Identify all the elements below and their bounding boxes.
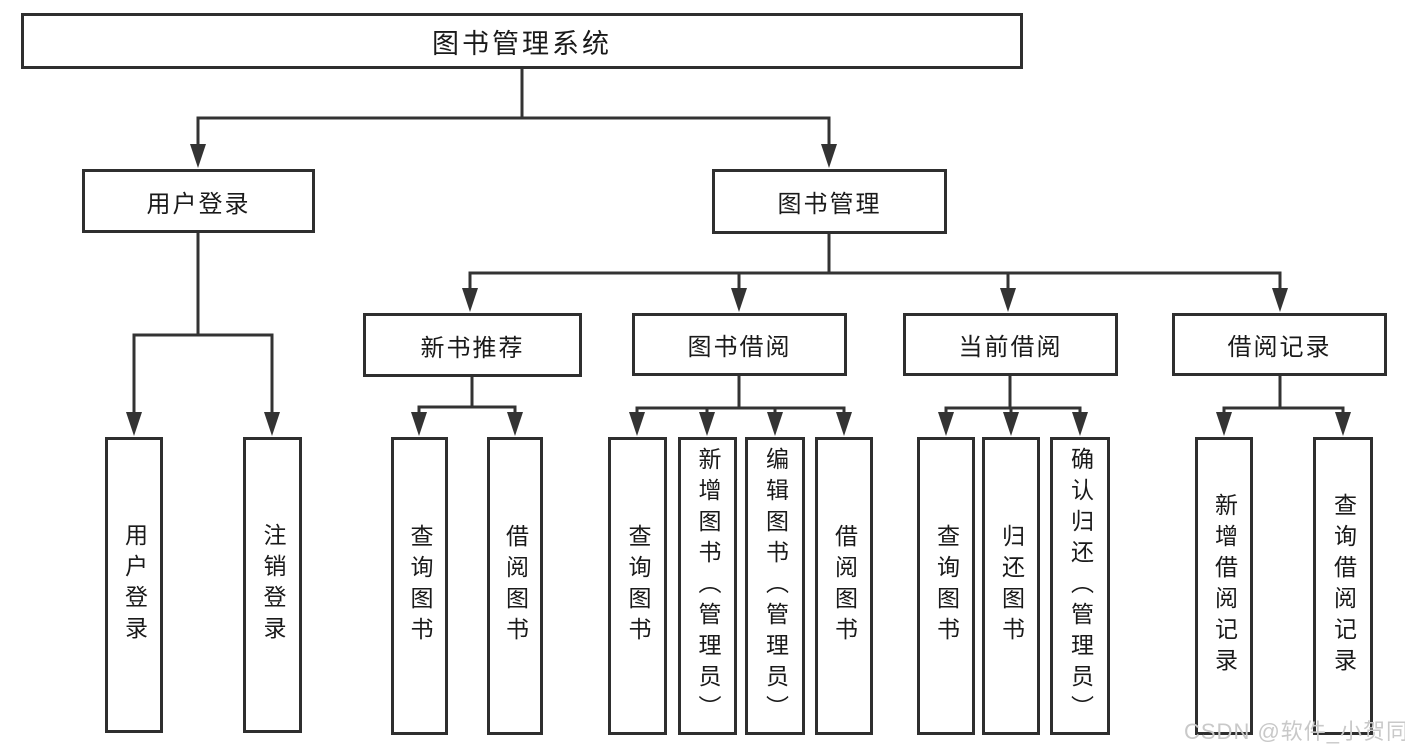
leaf-user-login: 用户登录: [105, 437, 163, 733]
leaf-query-borrow-record: 查询借阅记录: [1313, 437, 1373, 735]
node-new-book-recommendation-label: 新书推荐: [420, 334, 525, 362]
leaf-borrow-books-recommend-label: 借阅图书: [502, 524, 529, 648]
node-book-management: 图书管理: [712, 169, 947, 234]
node-new-book-recommendation: 新书推荐: [363, 313, 582, 377]
leaf-return-book: 归还图书: [982, 437, 1040, 735]
leaf-user-login-label: 用户登录: [121, 523, 148, 647]
node-library-management-system: 图书管理系统: [21, 13, 1023, 69]
node-current-borrowing-label: 当前借阅: [958, 334, 1063, 361]
leaf-query-books-borrowing-label: 查询图书: [625, 524, 651, 648]
leaf-add-borrow-record-label: 新增借阅记录: [1211, 493, 1238, 679]
leaf-add-book-admin: 新增图书（管理员）: [678, 437, 737, 735]
node-current-borrowing: 当前借阅: [903, 313, 1118, 376]
leaf-query-books-recommend-label: 查询图书: [407, 524, 433, 648]
node-user-login-label: 用户登录: [146, 190, 251, 218]
node-user-login: 用户登录: [82, 169, 315, 233]
leaf-confirm-return-admin-label: 确认归还（管理员）: [1067, 446, 1094, 726]
leaf-query-borrow-record-label: 查询借阅记录: [1330, 493, 1357, 679]
node-borrowing-records-label: 借阅记录: [1227, 334, 1332, 361]
leaf-add-book-admin-label: 新增图书（管理员）: [695, 446, 721, 726]
leaf-borrow-books-recommend: 借阅图书: [487, 437, 543, 735]
leaf-edit-book-admin-label: 编辑图书（管理员）: [762, 446, 789, 726]
node-borrowing-records: 借阅记录: [1172, 313, 1387, 376]
leaf-query-books-current: 查询图书: [917, 437, 975, 735]
leaf-borrow-books-borrowing: 借阅图书: [815, 437, 873, 735]
node-book-borrowing-label: 图书借阅: [687, 334, 792, 361]
leaf-query-books-current-label: 查询图书: [933, 524, 960, 648]
leaf-query-books-recommend: 查询图书: [391, 437, 448, 735]
leaf-logout-label: 注销登录: [260, 523, 286, 647]
leaf-query-books-borrowing: 查询图书: [608, 437, 667, 735]
node-library-management-system-label: 图书管理系统: [432, 28, 612, 59]
leaf-confirm-return-admin: 确认归还（管理员）: [1050, 437, 1110, 735]
leaf-edit-book-admin: 编辑图书（管理员）: [745, 437, 805, 735]
leaf-add-borrow-record: 新增借阅记录: [1195, 437, 1253, 735]
node-book-borrowing: 图书借阅: [632, 313, 847, 376]
leaf-return-book-label: 归还图书: [998, 524, 1025, 648]
node-book-management-label: 图书管理: [777, 191, 882, 218]
leaf-borrow-books-borrowing-label: 借阅图书: [831, 524, 858, 648]
csdn-watermark: CSDN @软件_小贺同学: [1184, 719, 1405, 744]
leaf-logout: 注销登录: [243, 437, 302, 733]
